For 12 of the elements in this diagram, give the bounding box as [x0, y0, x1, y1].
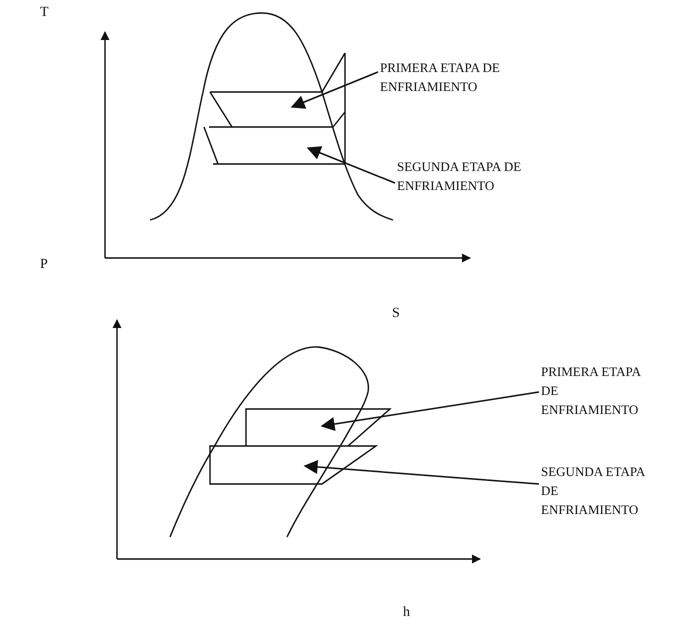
axis-label: T — [40, 5, 49, 21]
callout-text: PRIMERA ETAPA DE ENFRIAMIENTO — [380, 59, 501, 96]
axis-label: h — [403, 605, 410, 621]
leader-arrow — [320, 391, 540, 431]
callout-text: SEGUNDA ETAPA DE ENFRIAMIENTO — [397, 158, 522, 195]
axis-label: S — [392, 306, 400, 322]
leader-arrow — [304, 460, 540, 485]
callout-text: PRIMERA ETAPA DE ENFRIAMIENTO — [541, 363, 642, 419]
leader-arrow — [306, 146, 396, 184]
axis-label: P — [40, 257, 48, 273]
callout-text: SEGUNDA ETAPA DE ENFRIAMIENTO — [541, 463, 646, 519]
leader-arrow — [290, 71, 378, 109]
